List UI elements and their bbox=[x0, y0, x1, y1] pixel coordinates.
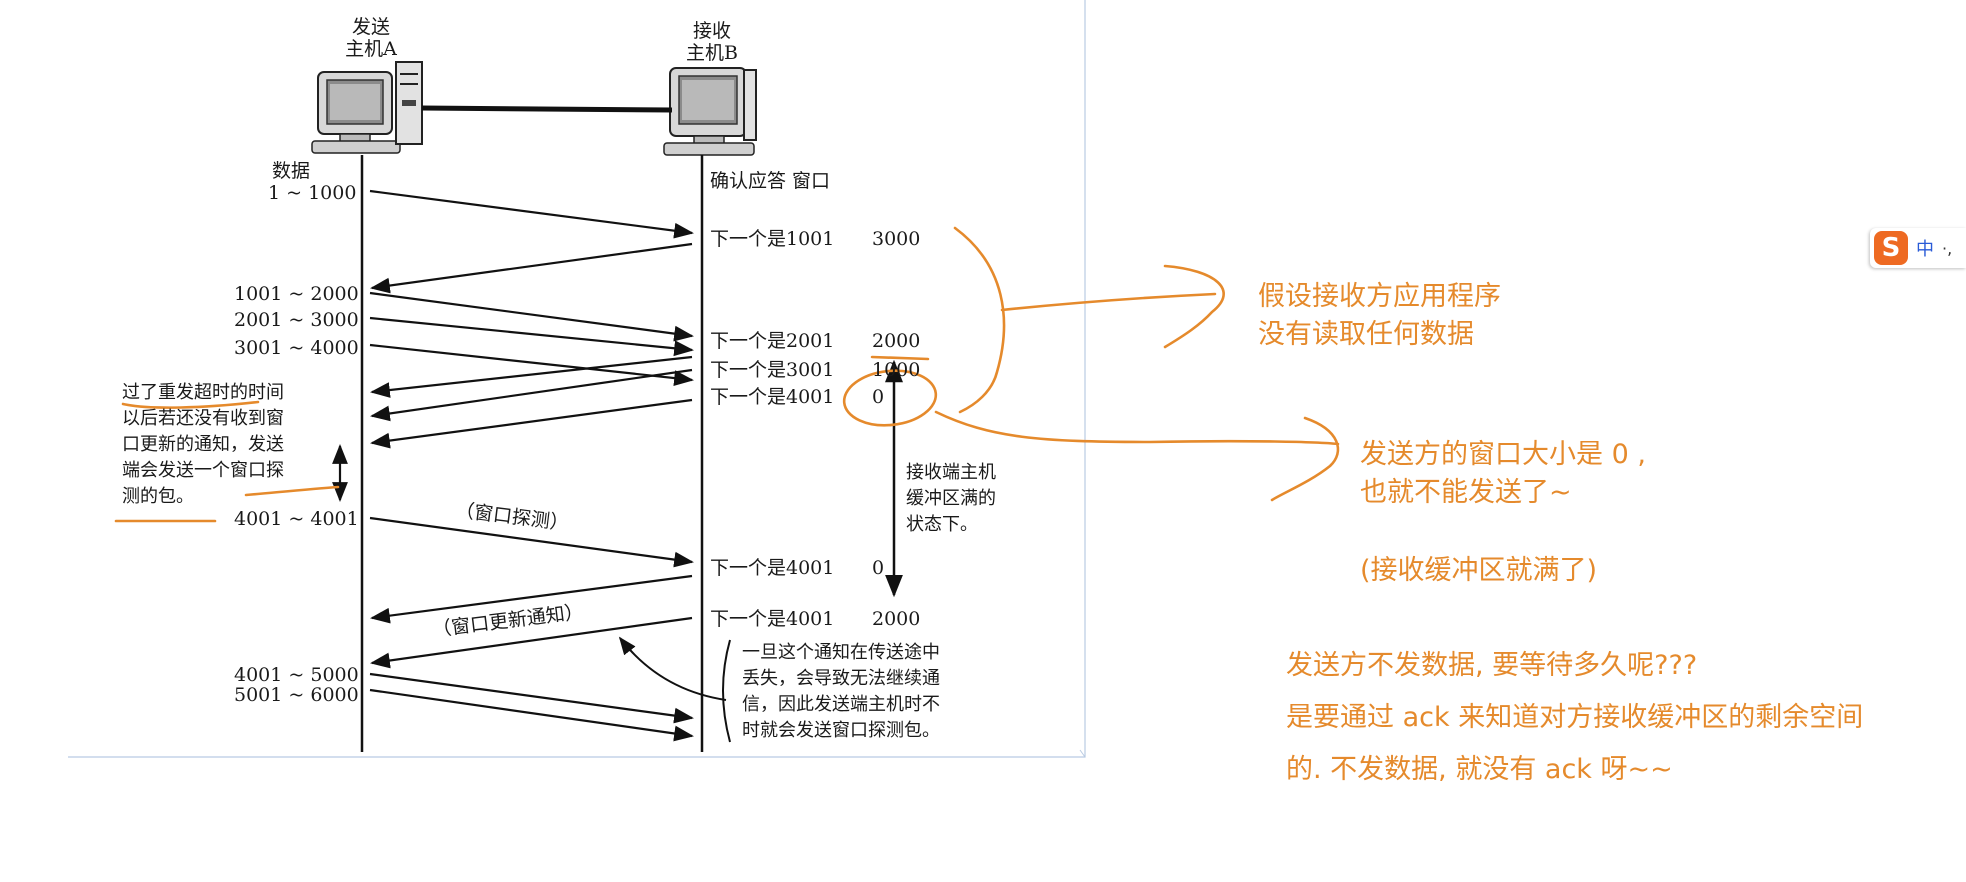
segment-label: 4001 ~ 4001 bbox=[234, 508, 359, 530]
segment-label: 5001 ~ 6000 bbox=[234, 684, 359, 706]
loss-note-pointer bbox=[618, 636, 727, 701]
buffer-full-annotation: (接收缓冲区就满了) bbox=[1360, 555, 1598, 586]
note-line: 测的包。 bbox=[122, 486, 194, 507]
annotation-line: 也就不能发送了~ bbox=[1360, 477, 1572, 508]
note-line: 端会发送一个窗口探 bbox=[122, 460, 284, 481]
segment-label: 1 ~ 1000 bbox=[268, 182, 357, 204]
ack-arrows bbox=[370, 242, 693, 669]
ack-next: 下一个是3001 bbox=[710, 359, 835, 381]
ack-window: 2000 bbox=[872, 330, 921, 352]
loss-note-bracket bbox=[722, 639, 731, 743]
host-a-label-line1: 发送 bbox=[351, 16, 390, 38]
orange-annotations bbox=[114, 226, 1340, 523]
assume-annotation: 假设接收方应用程序 没有读取任何数据 bbox=[1258, 278, 1501, 354]
buffer-full-note: 接收端主机 缓冲区满的 状态下。 bbox=[906, 460, 996, 538]
note-line: 接收端主机 bbox=[906, 462, 996, 483]
ime-punctuation-toggle[interactable]: ·, bbox=[1942, 238, 1953, 258]
note-line: 丢失，会导致无法继续通 bbox=[742, 668, 940, 689]
note-line: 缓冲区满的 bbox=[906, 488, 996, 509]
ack-window: 1000 bbox=[872, 359, 921, 381]
ack-next: 下一个是1001 bbox=[710, 228, 835, 250]
note-line: 以后若还没有收到窗 bbox=[122, 408, 284, 429]
ack-next: 下一个是4001 bbox=[710, 386, 835, 408]
zero-window-annotation: 发送方的窗口大小是 0 , 也就不能发送了~ bbox=[1360, 436, 1646, 512]
receiver-header: 确认应答 窗口 bbox=[710, 170, 831, 192]
lost-update-note: 一旦这个通知在传送途中 丢失，会导致无法继续通 信，因此发送端主机时不 时就会发… bbox=[742, 640, 940, 744]
annotation-line: 没有读取任何数据 bbox=[1258, 319, 1474, 350]
note-line: 过了重发超时的时间 bbox=[122, 382, 284, 403]
sender-header: 数据 bbox=[272, 160, 311, 182]
host-b-label-line1: 接收 bbox=[692, 20, 731, 42]
host-b-label: 接收 主机B bbox=[676, 20, 748, 64]
annotation-line: 假设接收方应用程序 bbox=[1258, 281, 1501, 312]
ack-window: 3000 bbox=[872, 228, 921, 250]
annotation-line: 是要通过 ack 来知道对方接收缓冲区的剩余空间 bbox=[1286, 702, 1864, 733]
ime-toolbar[interactable]: S 中 ·, bbox=[1870, 228, 1966, 268]
ack-window: 0 bbox=[872, 557, 885, 579]
note-line: 状态下。 bbox=[906, 514, 978, 535]
annotation-line: 的. 不发数据, 就没有 ack 呀~~ bbox=[1286, 754, 1673, 785]
annotation-line: 发送方的窗口大小是 0 , bbox=[1360, 439, 1646, 470]
ack-next: 下一个是4001 bbox=[710, 608, 835, 630]
segment-label: 1001 ~ 2000 bbox=[234, 283, 359, 305]
ack-next: 下一个是4001 bbox=[710, 557, 835, 579]
network-cable bbox=[421, 105, 673, 113]
retransmit-timeout-note: 过了重发超时的时间 以后若还没有收到窗 口更新的通知，发送 端会发送一个窗口探 … bbox=[122, 380, 284, 510]
sogou-logo-icon[interactable]: S bbox=[1874, 231, 1908, 265]
host-a-computer-icon bbox=[311, 61, 423, 154]
ack-window: 2000 bbox=[872, 608, 921, 630]
ack-next: 下一个是2001 bbox=[710, 330, 835, 352]
data-arrows bbox=[369, 189, 694, 742]
note-line: 一旦这个通知在传送途中 bbox=[742, 642, 940, 663]
host-a-label-line2: 主机A bbox=[345, 38, 397, 60]
note-line: 信，因此发送端主机时不 bbox=[742, 694, 940, 715]
question-annotation: 发送方不发数据, 要等待多久呢??? 是要通过 ack 来知道对方接收缓冲区的剩… bbox=[1286, 640, 1863, 796]
annotation-line: 发送方不发数据, 要等待多久呢??? bbox=[1286, 650, 1698, 681]
ime-mode-toggle[interactable]: 中 bbox=[1916, 239, 1934, 260]
host-a-label: 发送 主机A bbox=[335, 16, 407, 60]
note-line: 时就会发送窗口探测包。 bbox=[742, 720, 940, 741]
segment-label: 4001 ~ 5000 bbox=[234, 664, 359, 686]
segment-label: 2001 ~ 3000 bbox=[234, 309, 359, 331]
ack-window: 0 bbox=[872, 386, 885, 408]
segment-label: 3001 ~ 4000 bbox=[234, 337, 359, 359]
note-line: 口更新的通知，发送 bbox=[122, 434, 284, 455]
host-b-label-line2: 主机B bbox=[686, 42, 738, 64]
host-b-computer-icon bbox=[663, 67, 757, 156]
